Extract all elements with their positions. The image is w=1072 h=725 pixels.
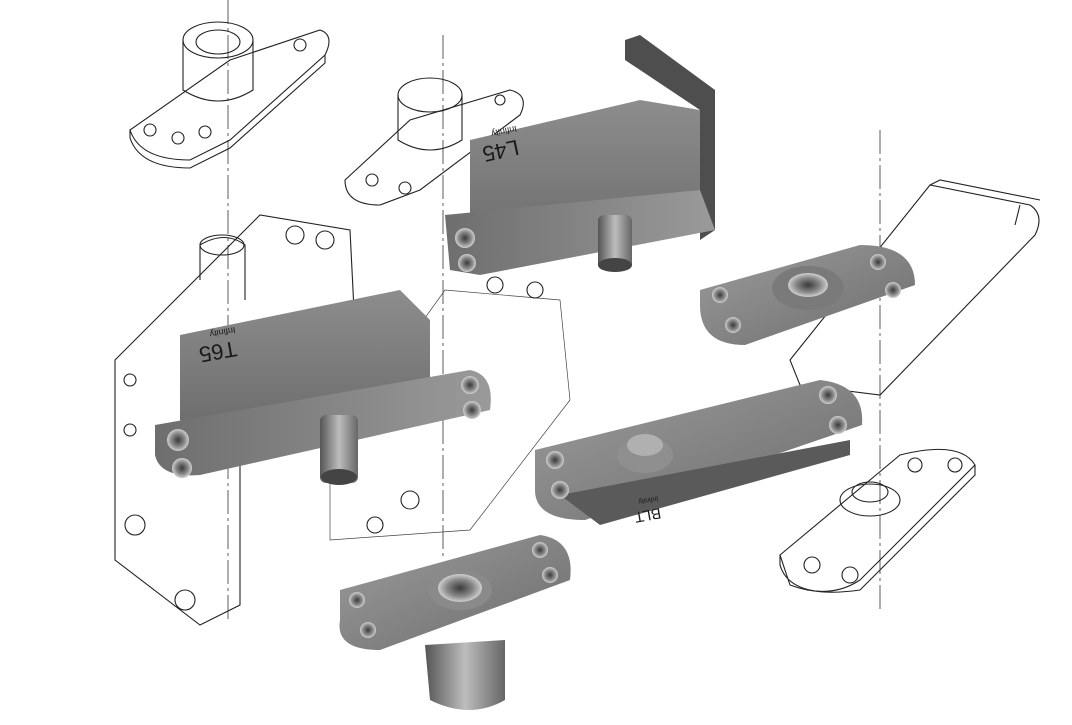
outline-flange-bottom-right: [779, 448, 976, 593]
outline-bar-right: [789, 179, 1041, 396]
center-axis-lines: [227, 0, 881, 620]
part-t65: T65 Infinity: [155, 290, 491, 485]
part-plate-right: [700, 245, 915, 345]
part-blt: BLT Infinity: [535, 380, 863, 525]
t65-brand-label: Infinity: [208, 325, 236, 339]
outline-flange-center: [344, 77, 524, 206]
part-l45: L45 Infinity: [445, 35, 715, 275]
blt-brand-label: Infinity: [637, 494, 659, 504]
part-flange-bottom: [339, 535, 571, 710]
outline-flange-top-left: [129, 21, 330, 169]
blt-model-label: BLT: [633, 504, 662, 525]
